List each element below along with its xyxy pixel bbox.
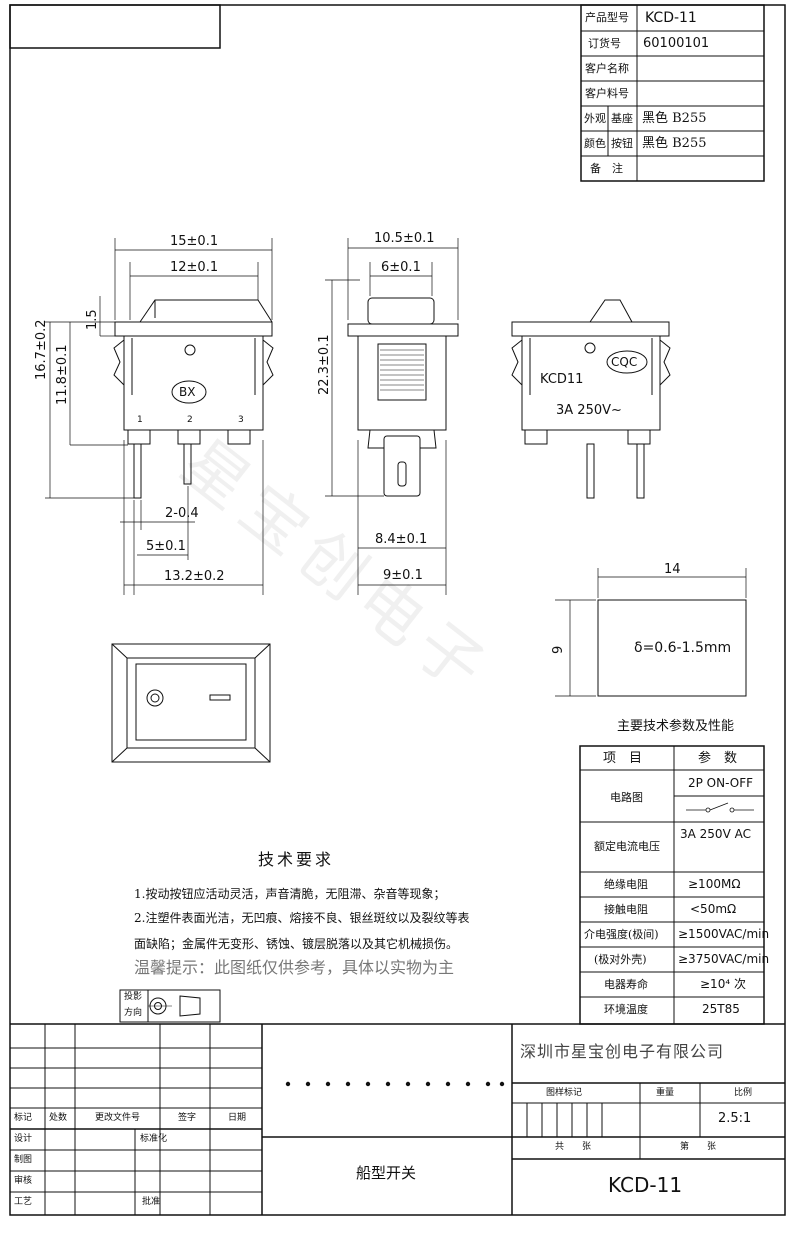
params-circuit-value: 2P ON-OFF bbox=[688, 776, 754, 790]
info-label-model: 产品型号 bbox=[585, 11, 629, 24]
info-value-base: 黑色 B255 bbox=[642, 111, 707, 126]
dim-front-width-inner: 12±0.1 bbox=[170, 260, 219, 275]
params-row-value: 3A 250V AC bbox=[680, 827, 751, 841]
params-row-name: 环境温度 bbox=[604, 1003, 648, 1016]
info-label-appearance: 外观 bbox=[584, 112, 606, 125]
info-label-order: 订货号 bbox=[588, 37, 621, 50]
params-header-item: 项 目 bbox=[603, 751, 643, 766]
params-row-name: 介电强度(极间) bbox=[584, 928, 659, 941]
role-label: 工艺 bbox=[14, 1197, 33, 1207]
role-label: 设计 bbox=[14, 1134, 33, 1144]
right-header: 图样标记 bbox=[546, 1088, 583, 1098]
rating-mark: 3A 250V~ bbox=[556, 403, 622, 418]
dim-cutout-w: 14 bbox=[664, 562, 681, 577]
dim-pin-width: 2-0.4 bbox=[165, 506, 199, 521]
scale-value: 2.5:1 bbox=[718, 1111, 752, 1126]
left-header: 更改文件号 bbox=[95, 1113, 141, 1123]
role-label: 批准 bbox=[142, 1197, 161, 1207]
info-value-model: KCD-11 bbox=[645, 10, 697, 26]
drawing-number: KCD-11 bbox=[608, 1173, 683, 1197]
model-mark: KCD11 bbox=[540, 372, 584, 387]
role-label: 审核 bbox=[14, 1176, 33, 1186]
dim-front-base: 13.2±0.2 bbox=[164, 569, 225, 584]
params-row-name: (极对外壳) bbox=[594, 953, 647, 966]
pin-label-3: 3 bbox=[238, 415, 244, 425]
right-header: 比例 bbox=[734, 1088, 753, 1098]
requirement-line: 2.注塑件表面光洁，无凹痕、熔接不良、银丝斑纹以及裂纹等表 bbox=[134, 911, 470, 925]
pin-label-2: 2 bbox=[187, 415, 193, 425]
params-row-value: ≥10⁴ 次 bbox=[700, 977, 746, 991]
role-label: 标准化 bbox=[140, 1134, 168, 1144]
badge-bx: BX bbox=[179, 385, 196, 399]
role-label: 制图 bbox=[14, 1155, 33, 1165]
params-row-value: <50mΩ bbox=[690, 902, 737, 916]
requirements-title: 技术要求 bbox=[258, 850, 335, 869]
params-row-value: 25T85 bbox=[702, 1002, 740, 1016]
projection-label: 投影 bbox=[124, 992, 143, 1002]
cutout-note: δ=0.6-1.5mm bbox=[634, 640, 732, 656]
info-label-customer: 客户名称 bbox=[585, 62, 629, 75]
dim-pin-pitch: 5±0.1 bbox=[146, 539, 186, 554]
info-value-order: 60100101 bbox=[643, 36, 710, 51]
info-label-base: 基座 bbox=[611, 112, 633, 125]
front-view bbox=[45, 238, 274, 595]
left-header: 日期 bbox=[228, 1113, 247, 1123]
dim-side-width-outer: 10.5±0.1 bbox=[374, 231, 435, 246]
projection-symbol bbox=[119, 989, 221, 1023]
params-row-name: 绝缘电阻 bbox=[604, 878, 648, 891]
params-header-value: 参 数 bbox=[698, 751, 738, 766]
params-title: 主要技术参数及性能 bbox=[617, 719, 735, 734]
info-label-part: 客户料号 bbox=[585, 87, 629, 100]
info-value-button: 黑色 B255 bbox=[642, 136, 707, 151]
pin-label-1: 1 bbox=[137, 415, 143, 425]
top-view bbox=[111, 643, 271, 763]
badge-cqc: CQC bbox=[611, 355, 638, 369]
right-header: 重量 bbox=[656, 1088, 675, 1098]
panel-cutout bbox=[555, 568, 747, 697]
product-name: 船型开关 bbox=[356, 1164, 417, 1182]
back-view bbox=[511, 299, 671, 499]
dim-side-width-inner: 6±0.1 bbox=[381, 260, 421, 275]
params-row-name: 接触电阻 bbox=[604, 903, 648, 916]
requirement-line: 1.按动按钮应活动灵活，声音清脆，无阻滞、杂音等现象； bbox=[134, 887, 446, 901]
left-header: 处数 bbox=[49, 1113, 68, 1123]
requirement-line: 面缺陷；金属件无变形、锈蚀、镀层脱落以及其它机械损伤。 bbox=[134, 937, 459, 951]
left-header: 标记 bbox=[14, 1113, 33, 1123]
dim-front-width-outer: 15±0.1 bbox=[170, 234, 219, 249]
side-view bbox=[325, 238, 459, 595]
dim-front-height-total: 16.7±0.2 bbox=[34, 319, 49, 380]
dim-front-top: 1.5 bbox=[85, 309, 100, 330]
dim-side-base: 9±0.1 bbox=[383, 568, 423, 583]
left-header: 签字 bbox=[178, 1113, 197, 1123]
params-row-name: 额定电流电压 bbox=[594, 840, 660, 853]
params-row-value: ≥3750VAC/min bbox=[678, 952, 770, 966]
info-label-button: 按钮 bbox=[611, 137, 633, 150]
params-row-value: ≥100MΩ bbox=[688, 877, 741, 891]
projection-label: 方向 bbox=[124, 1008, 143, 1018]
sheet-label: 共 张 bbox=[555, 1142, 592, 1152]
dim-front-height-body: 11.8±0.1 bbox=[55, 344, 70, 405]
sheet-label: 第 张 bbox=[680, 1142, 717, 1152]
info-label-remark: 备 注 bbox=[590, 162, 623, 175]
dim-cutout-h: 9 bbox=[551, 645, 566, 654]
params-circuit-label: 电路图 bbox=[610, 791, 643, 804]
params-row-value: ≥1500VAC/min bbox=[678, 927, 770, 941]
dim-side-height: 22.3±0.1 bbox=[317, 334, 332, 395]
params-row-name: 电器寿命 bbox=[604, 978, 648, 991]
company-name: 深圳市星宝创电子有限公司 bbox=[520, 1042, 725, 1061]
info-label-color: 颜色 bbox=[584, 137, 606, 150]
dim-side-tab: 8.4±0.1 bbox=[375, 532, 428, 547]
notice-text: 温馨提示：此图纸仅供参考，具体以实物为主 bbox=[134, 958, 455, 977]
